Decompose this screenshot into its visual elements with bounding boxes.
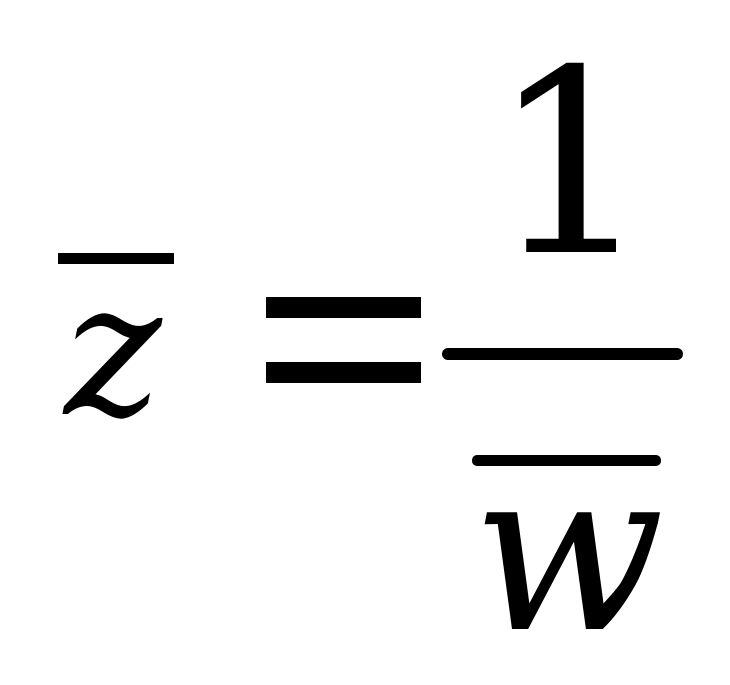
w-conjugate: w: [472, 421, 665, 683]
w-overline: [472, 455, 661, 466]
w-variable: w: [472, 421, 665, 683]
fraction-bar: [442, 348, 683, 360]
equals-bar-bottom: [266, 362, 421, 383]
fraction-numerator: 1: [490, 16, 653, 313]
z-overline: [58, 253, 174, 264]
equals-sign: [266, 297, 421, 383]
z-variable: z: [64, 242, 162, 458]
equals-bar-top: [266, 297, 421, 318]
fraction: 1 w: [440, 16, 685, 683]
z-conjugate: z: [50, 242, 176, 458]
